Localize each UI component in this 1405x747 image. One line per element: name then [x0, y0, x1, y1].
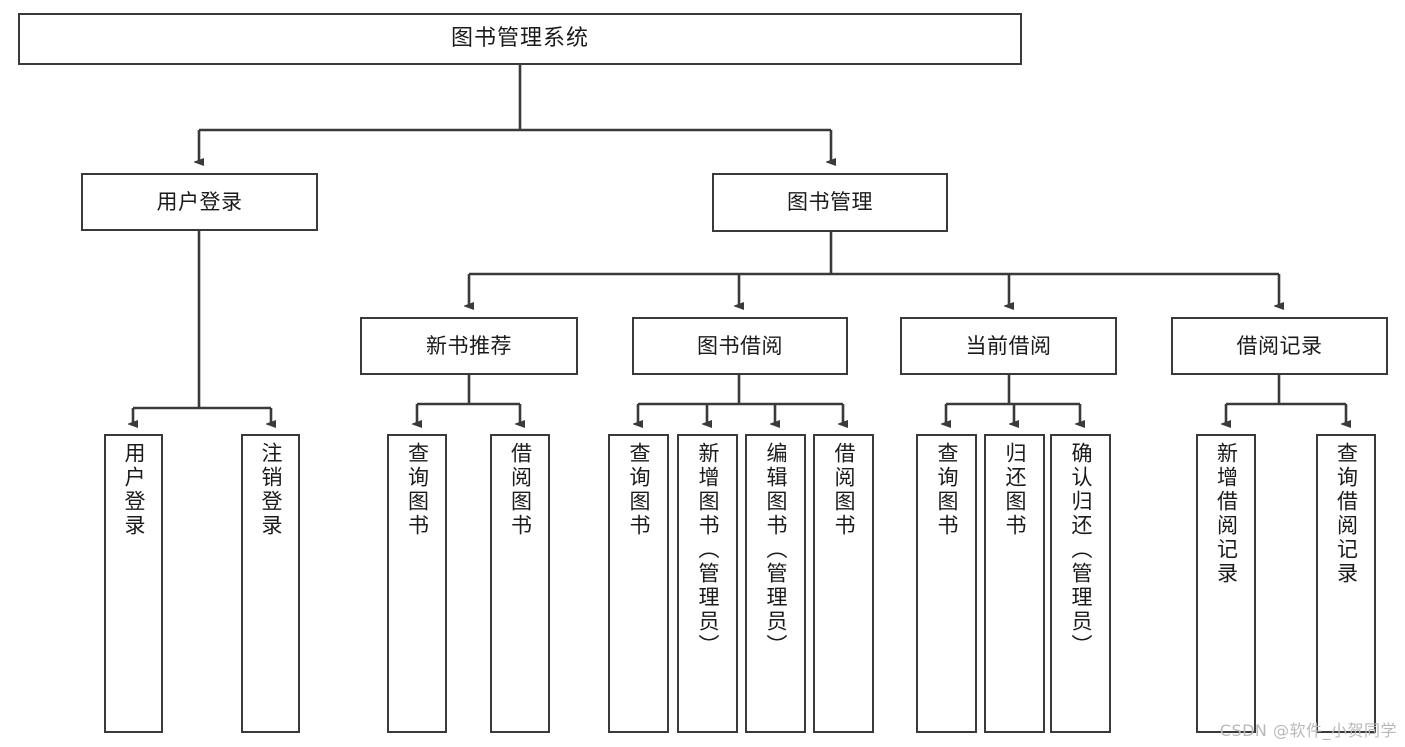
leaf-query-book-recommendation[interactable]: 查询图书	[387, 434, 447, 733]
node-user-login[interactable]: 用户登录	[81, 173, 318, 231]
leaf-return-book[interactable]: 归还图书	[984, 434, 1045, 733]
node-label: 图书借阅	[697, 333, 783, 358]
leaf-edit-book-admin[interactable]: 编辑图书（管理员）	[745, 434, 806, 733]
csdn-watermark: CSDN @软件_小贺同学	[1219, 721, 1397, 740]
node-label: 新增借阅记录	[1214, 442, 1239, 586]
node-label: 借阅图书	[832, 442, 856, 538]
leaf-confirm-return-admin[interactable]: 确认归还（管理员）	[1050, 434, 1111, 733]
node-label: 查询图书	[935, 442, 959, 538]
node-label: 查询图书	[405, 442, 430, 538]
node-label: 注销登录	[259, 442, 283, 538]
leaf-query-book-borrowing[interactable]: 查询图书	[608, 434, 669, 733]
leaf-query-book-current[interactable]: 查询图书	[916, 434, 977, 733]
node-label: 确认归还（管理员）	[1069, 442, 1093, 658]
node-label: 用户登录	[122, 442, 146, 538]
leaf-add-borrowing-record[interactable]: 新增借阅记录	[1196, 434, 1256, 733]
node-label: 当前借阅	[965, 333, 1052, 358]
node-label: 图书管理系统	[450, 26, 589, 52]
node-label: 借阅图书	[508, 442, 533, 538]
node-new-book-recommendation[interactable]: 新书推荐	[360, 317, 578, 375]
leaf-logout[interactable]: 注销登录	[241, 434, 300, 733]
node-book-borrowing[interactable]: 图书借阅	[632, 317, 848, 375]
node-borrowing-records[interactable]: 借阅记录	[1171, 317, 1388, 375]
node-label: 编辑图书（管理员）	[764, 442, 788, 658]
leaf-borrow-book-borrowing[interactable]: 借阅图书	[813, 434, 874, 733]
leaf-query-borrowing-record[interactable]: 查询借阅记录	[1316, 434, 1376, 733]
node-current-borrowing[interactable]: 当前借阅	[900, 317, 1117, 375]
node-label: 借阅记录	[1236, 333, 1323, 358]
node-label: 归还图书	[1003, 442, 1027, 538]
node-root-book-management-system[interactable]: 图书管理系统	[18, 13, 1022, 65]
node-label: 查询图书	[627, 442, 651, 538]
leaf-user-login[interactable]: 用户登录	[104, 434, 163, 733]
node-label: 新增图书（管理员）	[696, 442, 720, 658]
leaf-borrow-book-recommendation[interactable]: 借阅图书	[490, 434, 550, 733]
node-label: 图书管理	[787, 190, 873, 215]
node-book-management[interactable]: 图书管理	[712, 173, 948, 232]
node-label: 新书推荐	[426, 333, 512, 358]
node-label: 查询借阅记录	[1334, 442, 1359, 586]
node-label: 用户登录	[156, 189, 243, 214]
leaf-add-book-admin[interactable]: 新增图书（管理员）	[677, 434, 738, 733]
